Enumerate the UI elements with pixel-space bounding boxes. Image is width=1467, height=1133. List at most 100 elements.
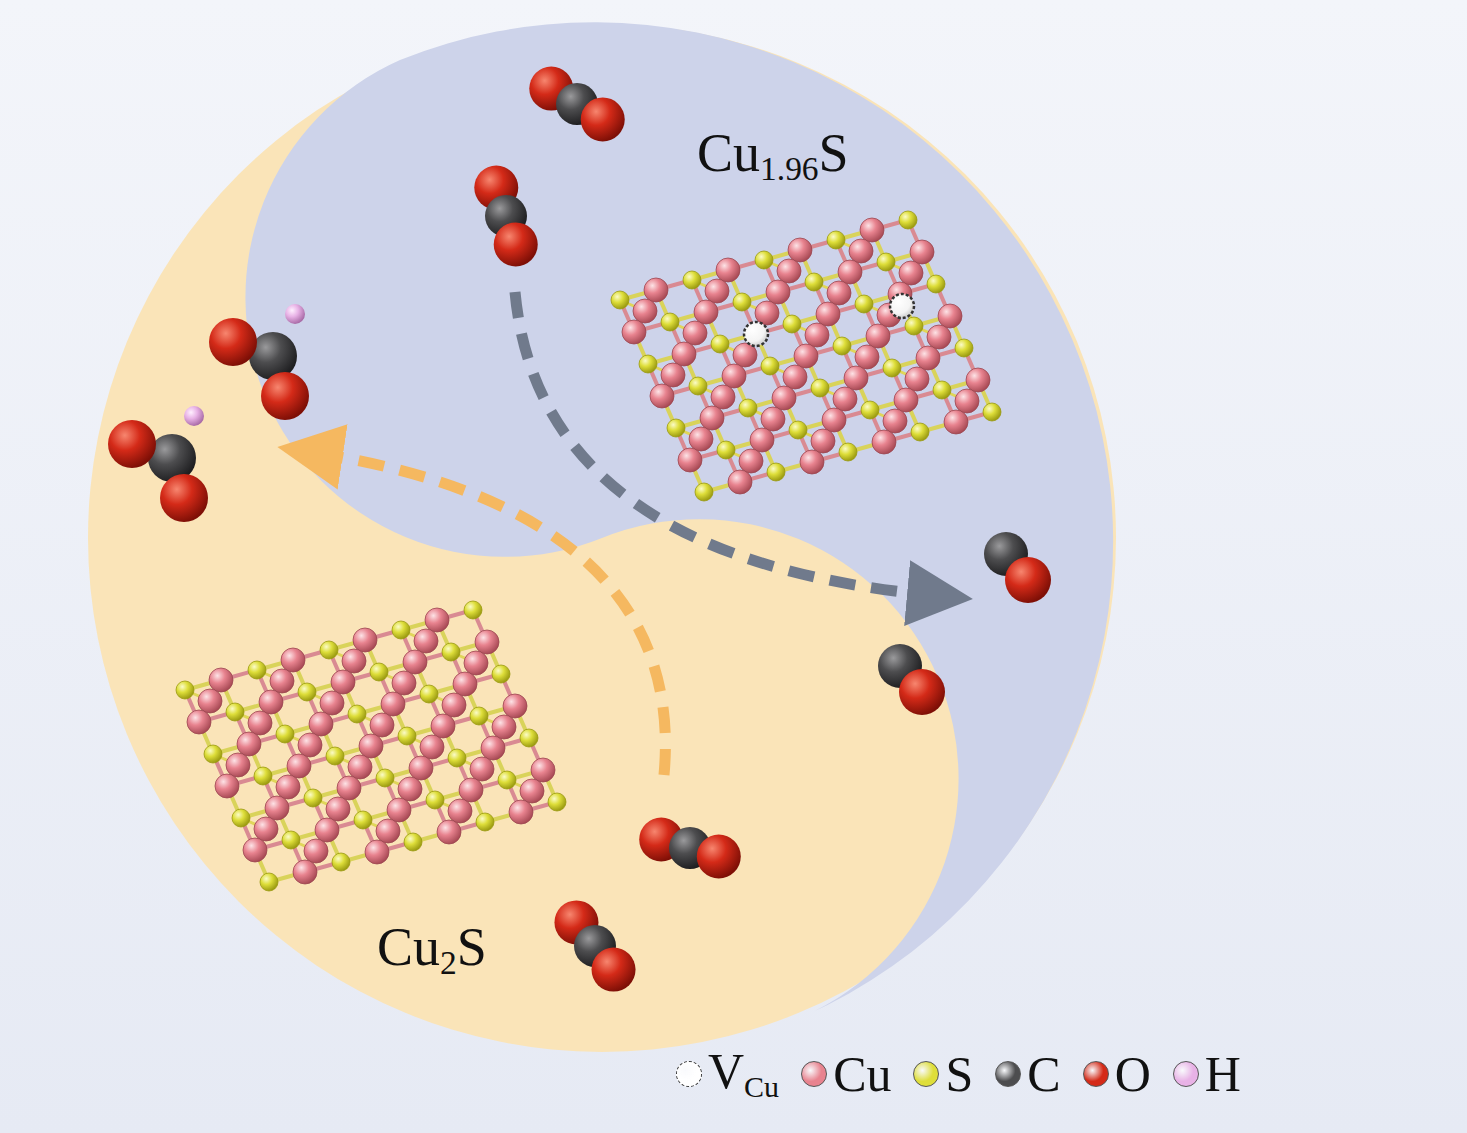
atom — [420, 685, 438, 703]
atom — [894, 388, 918, 412]
crystal-cu2s — [176, 601, 566, 891]
atom — [426, 791, 444, 809]
atom — [839, 443, 857, 461]
atom — [509, 800, 533, 824]
atom — [683, 321, 707, 345]
atom — [811, 429, 835, 453]
atom — [187, 710, 211, 734]
atom — [927, 275, 945, 293]
atom — [689, 427, 713, 451]
atom — [370, 663, 388, 681]
atom — [788, 238, 812, 262]
atom — [309, 712, 333, 736]
atom — [805, 273, 823, 291]
atom — [933, 381, 951, 399]
atom — [270, 669, 294, 693]
atom — [248, 661, 266, 679]
atom — [622, 320, 646, 344]
legend-swatch — [676, 1061, 702, 1087]
legend-item: O — [1083, 1049, 1151, 1099]
atom — [592, 948, 636, 992]
atom — [531, 758, 555, 782]
atom — [716, 258, 740, 282]
atom — [772, 386, 796, 410]
atom — [800, 450, 824, 474]
atom — [298, 733, 322, 757]
blue-half — [245, 22, 1113, 1016]
atom — [448, 749, 466, 767]
atom — [777, 259, 801, 283]
crystal-cu196s — [611, 211, 1001, 501]
atom — [237, 732, 261, 756]
atom — [398, 777, 422, 801]
atom — [833, 337, 851, 355]
atom — [354, 811, 372, 829]
atom — [816, 302, 840, 326]
reaction-arrow — [310, 452, 665, 775]
atom — [899, 261, 923, 285]
atom — [481, 736, 505, 760]
atom — [320, 691, 344, 715]
atom — [767, 463, 785, 481]
atom — [789, 421, 807, 439]
atom — [755, 251, 773, 269]
atom — [849, 239, 873, 263]
atom — [293, 860, 317, 884]
legend-text: C — [1027, 1049, 1060, 1099]
atom — [639, 355, 657, 373]
atom — [304, 839, 328, 863]
atom — [944, 410, 968, 434]
atom — [226, 753, 250, 777]
atom — [459, 778, 483, 802]
atom — [232, 809, 250, 827]
atom — [425, 608, 449, 632]
atom — [332, 853, 350, 871]
compound-label: Cu1.96S — [697, 126, 849, 186]
atom — [717, 441, 735, 459]
atom — [348, 705, 366, 723]
atom — [198, 689, 222, 713]
atom — [464, 651, 488, 675]
atom — [827, 231, 845, 249]
atom — [899, 669, 945, 715]
legend-item: VCu — [676, 1046, 779, 1102]
atom — [766, 280, 790, 304]
atom — [315, 818, 339, 842]
atom — [822, 408, 846, 432]
atom — [910, 240, 934, 264]
atom — [700, 406, 724, 430]
atom — [916, 346, 940, 370]
atom — [476, 813, 494, 831]
atom — [320, 641, 338, 659]
atom — [838, 260, 862, 284]
atom — [209, 318, 257, 366]
atom — [966, 368, 990, 392]
reaction-arrow — [515, 292, 940, 596]
legend-item: Cu — [801, 1049, 891, 1099]
atom — [794, 344, 818, 368]
atom — [695, 483, 713, 501]
atom — [783, 365, 807, 389]
atom — [955, 389, 979, 413]
atom — [437, 820, 461, 844]
legend-text: H — [1205, 1049, 1241, 1099]
atom — [722, 364, 746, 388]
atom — [209, 668, 233, 692]
atom — [644, 278, 668, 302]
atom — [376, 769, 394, 787]
atom — [470, 707, 488, 725]
atom — [304, 789, 322, 807]
atom — [404, 833, 422, 851]
atom — [983, 403, 1001, 421]
atom — [276, 775, 300, 799]
atom — [492, 715, 516, 739]
atom — [548, 793, 566, 811]
atom — [811, 379, 829, 397]
atom — [464, 601, 482, 619]
atom — [805, 323, 829, 347]
atom — [254, 767, 272, 785]
atom — [899, 211, 917, 229]
legend-swatch — [913, 1061, 939, 1087]
atom — [204, 745, 222, 763]
atom — [248, 711, 272, 735]
